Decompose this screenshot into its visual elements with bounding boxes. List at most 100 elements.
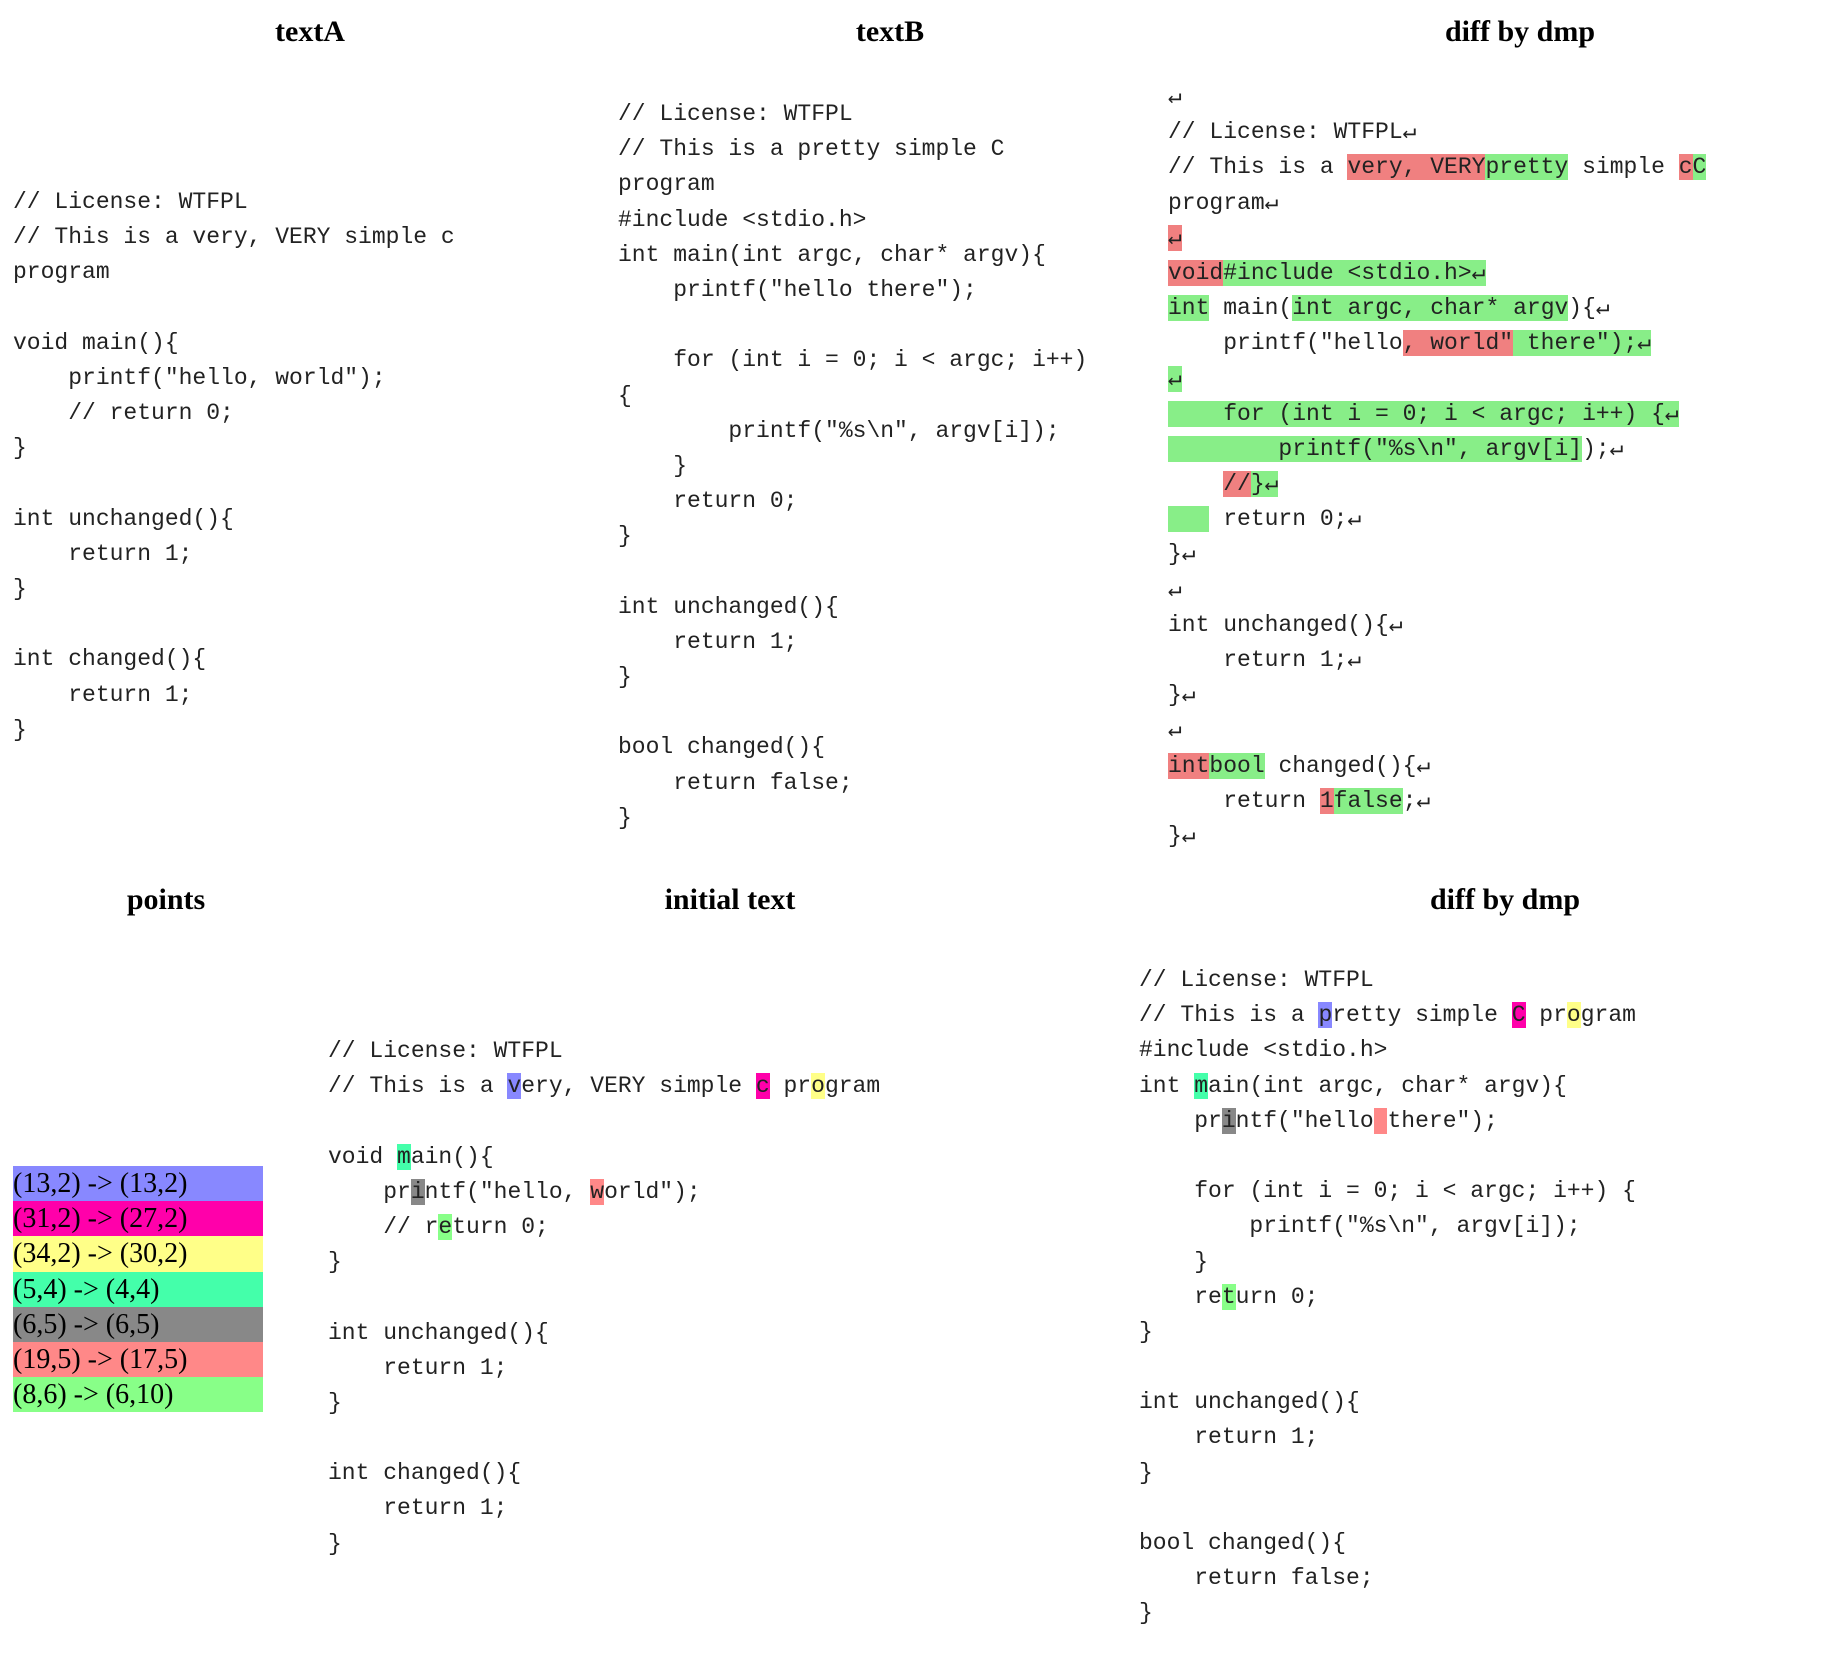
text-segment: pr xyxy=(769,1073,812,1100)
text-segment: return 1; xyxy=(13,540,193,567)
text-segment: changed(){↵ xyxy=(1264,752,1431,779)
code-line: } xyxy=(328,1527,880,1562)
text-segment: ain(){ xyxy=(410,1143,494,1170)
code-line: //}↵ xyxy=(1168,467,1706,502)
code-line xyxy=(618,695,1087,730)
code-line xyxy=(618,554,1087,589)
code-line: } xyxy=(618,449,1087,484)
text-segment: } xyxy=(13,576,27,603)
text-segment: }↵ xyxy=(1168,541,1196,568)
code-line: int changed(){ xyxy=(13,642,455,677)
text-segment: // This is a xyxy=(1139,1002,1319,1029)
text-segment: turn 0; xyxy=(452,1213,549,1240)
highlight-segment: very, VERY xyxy=(1347,154,1486,181)
diff-bottom-title: diff by dmp xyxy=(1429,883,1581,916)
text-segment: gram xyxy=(1580,1002,1636,1029)
code-line: #include <stdio.h> xyxy=(1139,1033,1636,1068)
highlight-segment: 1 xyxy=(1319,787,1334,814)
text-segment: for (int i = 0; i < argc; i++) { xyxy=(1139,1178,1636,1205)
code-line: // return 0; xyxy=(328,1210,880,1245)
code-line: int main(int argc, char* argv){↵ xyxy=(1168,291,1706,326)
code-line: // This is a very, VERYpretty simple cC xyxy=(1168,150,1707,185)
code-line: // License: WTFPL xyxy=(618,97,1087,132)
textA-code-block: // License: WTFPL // This is a very, VERY… xyxy=(13,185,455,748)
code-line: // This is a pretty simple C program xyxy=(1139,998,1636,1033)
code-line: int unchanged(){ xyxy=(328,1316,880,1351)
highlight-segment: v xyxy=(507,1073,522,1100)
text-segment: ain(int argc, char* argv){ xyxy=(1208,1072,1567,1099)
code-line xyxy=(328,1280,880,1315)
code-line: void main(){ xyxy=(13,326,455,361)
highlight-segment: m xyxy=(1194,1072,1209,1099)
code-line: printf("%s\n", argv[i]); xyxy=(618,414,1087,449)
code-line: }↵ xyxy=(1168,537,1706,572)
highlight-segment: ↵ xyxy=(1168,224,1182,251)
text-segment: } xyxy=(328,1530,342,1557)
text-segment: int xyxy=(1139,1072,1195,1099)
text-segment: re xyxy=(1139,1283,1222,1310)
code-line: } xyxy=(13,713,455,748)
code-line: program↵ xyxy=(1168,186,1706,221)
code-line: int unchanged(){↵ xyxy=(1168,608,1706,643)
text-segment: printf("hello, world"); xyxy=(13,364,386,391)
highlight-segment: false xyxy=(1333,787,1403,814)
code-line: int unchanged(){ xyxy=(13,502,455,537)
text-segment: } xyxy=(328,1249,342,1276)
code-line: ↵ xyxy=(1168,713,1706,748)
text-segment: gram xyxy=(824,1073,881,1100)
code-line: #include <stdio.h> xyxy=(618,203,1087,238)
text-segment: ;↵ xyxy=(1402,787,1431,814)
code-line: void#include <stdio.h>↵ xyxy=(1168,256,1706,291)
code-line: printf("hello there"); xyxy=(618,273,1087,308)
code-line: return false; xyxy=(1139,1561,1636,1596)
text-segment: // r xyxy=(328,1213,439,1240)
code-line: printf("%s\n", argv[i]);↵ xyxy=(1168,432,1706,467)
text-segment: return 1; xyxy=(618,628,798,655)
text-segment: } xyxy=(618,523,632,550)
code-line: } xyxy=(13,431,455,466)
text-segment: } xyxy=(1139,1248,1209,1275)
text-segment: } xyxy=(618,452,688,479)
text-segment: // License: WTFPL xyxy=(1139,967,1374,993)
code-line: // This is a pretty simple C xyxy=(618,132,1087,167)
text-segment: );↵ xyxy=(1582,435,1624,462)
code-line: // License: WTFPL xyxy=(1139,963,1636,998)
text-segment xyxy=(1168,471,1223,497)
code-line: for (int i = 0; i < argc; i++) { xyxy=(1139,1174,1636,1209)
highlight-segment: int argc, char* argv xyxy=(1292,295,1569,322)
code-line: int unchanged(){ xyxy=(1139,1385,1636,1420)
highlight-segment: #include <stdio.h>↵ xyxy=(1223,259,1486,286)
point-row: (31,2) -> (27,2) xyxy=(13,1201,263,1237)
points-title: points xyxy=(126,883,206,916)
code-line: int unchanged(){ xyxy=(618,590,1087,625)
code-line: // License: WTFPL xyxy=(13,185,455,220)
highlight-segment: c xyxy=(755,1073,770,1100)
code-line: return 0;↵ xyxy=(1168,502,1706,537)
text-segment: int changed(){ xyxy=(13,646,207,673)
code-line: return 1;↵ xyxy=(1168,643,1706,678)
text-segment: return false; xyxy=(618,769,853,796)
code-line: return 1false;↵ xyxy=(1168,784,1706,819)
text-segment: printf("hello there"); xyxy=(618,276,977,303)
text-segment: int unchanged(){ xyxy=(13,505,234,532)
text-segment: } xyxy=(1139,1600,1153,1627)
code-line: int main(int argc, char* argv){ xyxy=(1139,1069,1636,1104)
text-segment: for (int i = 0; i < argc; i++) xyxy=(618,347,1088,374)
text-segment: ery, VERY simple xyxy=(521,1073,756,1100)
code-line: intbool changed(){↵ xyxy=(1168,749,1706,784)
text-segment: // This is a very, VERY simple c xyxy=(13,224,455,251)
highlight-segment: c xyxy=(1678,154,1693,181)
code-line: printf("hello, world"); xyxy=(328,1175,880,1210)
point-row: (5,4) -> (4,4) xyxy=(13,1271,263,1307)
text-segment: } xyxy=(328,1389,342,1416)
code-line: }↵ xyxy=(1168,678,1706,713)
diff-bottom-code-block: // License: WTFPL // This is a pretty sim… xyxy=(1139,963,1636,1632)
highlight-segment: , world" xyxy=(1402,330,1514,357)
text-segment: ntf("hello xyxy=(1235,1107,1374,1134)
initial-text-title: initial text xyxy=(664,883,796,916)
textA-title: textA xyxy=(275,15,345,48)
text-segment: program xyxy=(618,171,715,198)
diff-top-code-block: ↵// License: WTFPL↵// This is a very, VE… xyxy=(1168,80,1707,854)
textB-title: textB xyxy=(855,15,925,48)
code-line xyxy=(13,607,455,642)
